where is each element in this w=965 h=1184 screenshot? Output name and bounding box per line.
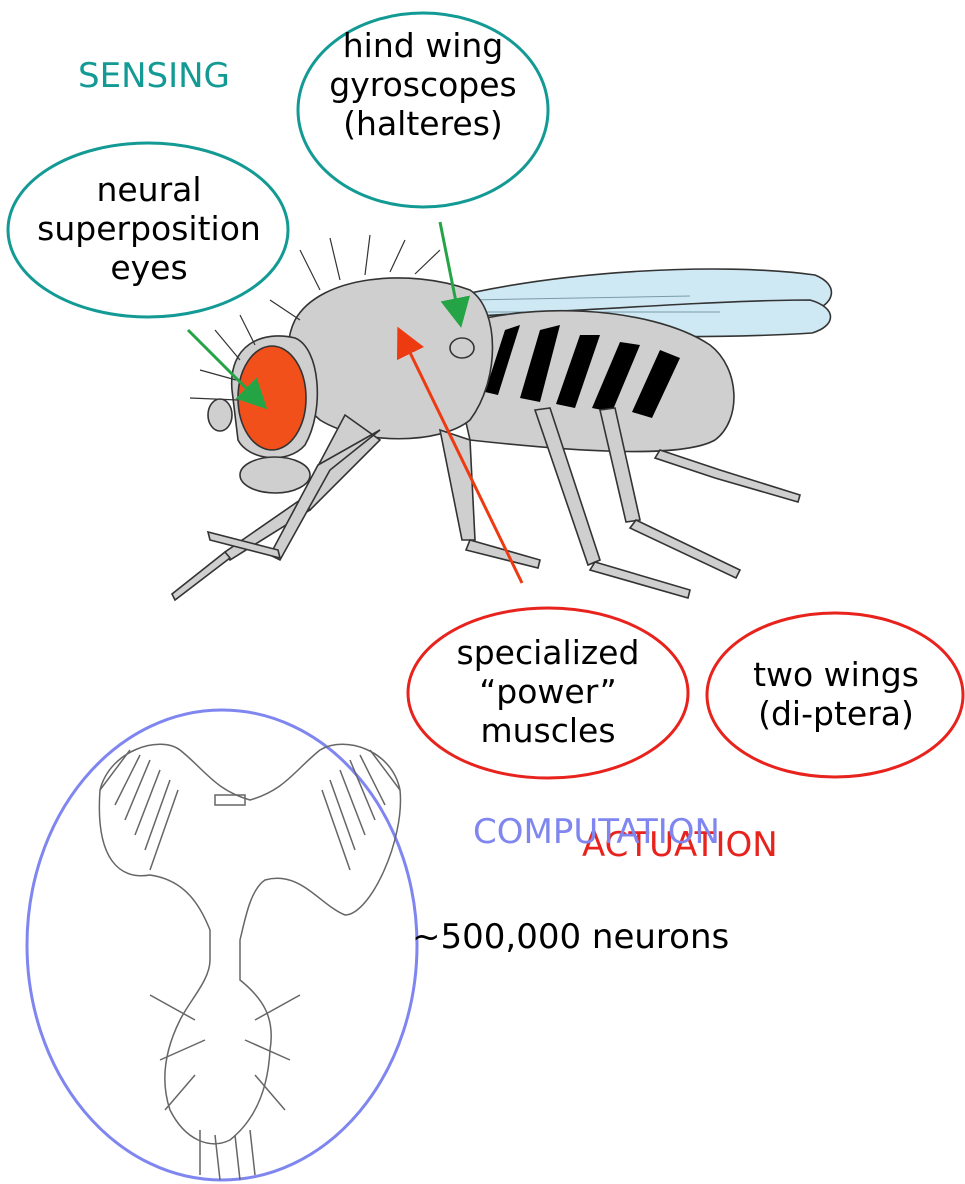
compound-eye [238, 346, 306, 450]
halteres-label: hind wing gyroscopes (halteres) [298, 26, 548, 143]
muscles-label: specialized “power” muscles [408, 633, 688, 750]
computation-heading: COMPUTATION [473, 812, 720, 852]
wings-label: two wings (di-ptera) [710, 655, 962, 733]
eyes-label: neural superposition eyes [8, 170, 290, 287]
fly-illustration [172, 235, 831, 600]
neuron-count: ~500,000 neurons [412, 917, 729, 957]
haltere [450, 338, 474, 358]
sensing-heading: SENSING [78, 56, 230, 96]
